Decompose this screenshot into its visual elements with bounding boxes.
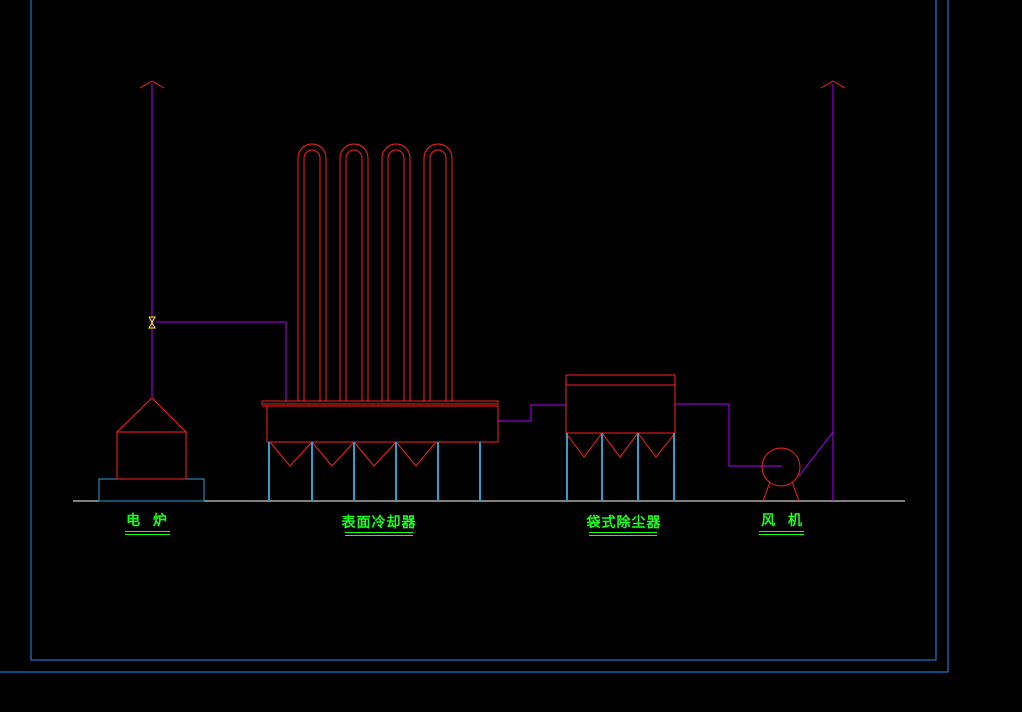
- bag-filter-supports: [566, 433, 675, 501]
- underline-surface-cooler: [345, 532, 413, 533]
- duct-filter-to-fan: [675, 403, 782, 467]
- electric-furnace: [98, 397, 205, 502]
- underline-fan: [759, 531, 804, 532]
- duct-furnace-to-cooler: [156, 321, 287, 402]
- underline-bag-filter-2: [589, 535, 657, 536]
- underline-surface-cooler-2: [345, 535, 413, 536]
- underline-electric-furnace-2: [125, 534, 170, 535]
- duct-cooler-to-filter: [498, 404, 566, 422]
- underline-fan-2: [759, 534, 804, 535]
- cursor-marker-icon: [148, 316, 156, 329]
- underline-bag-filter: [589, 532, 657, 533]
- furnace-exhaust-stack: [139, 80, 165, 398]
- label-surface-cooler: 表面冷却器: [341, 515, 417, 531]
- cooler-u-tubes: [297, 143, 453, 401]
- underline-electric-furnace: [125, 531, 170, 532]
- drawing-frame: [0, 0, 949, 673]
- bag-filter: [565, 374, 676, 458]
- fan-exhaust-stack: [798, 80, 846, 501]
- surface-cooler: [261, 400, 499, 467]
- label-electric-furnace: 电 炉: [126, 513, 168, 529]
- label-bag-filter: 袋式除尘器: [586, 515, 662, 531]
- cooler-supports: [268, 442, 481, 501]
- label-fan: 风 机: [761, 513, 803, 529]
- fan: [761, 447, 801, 502]
